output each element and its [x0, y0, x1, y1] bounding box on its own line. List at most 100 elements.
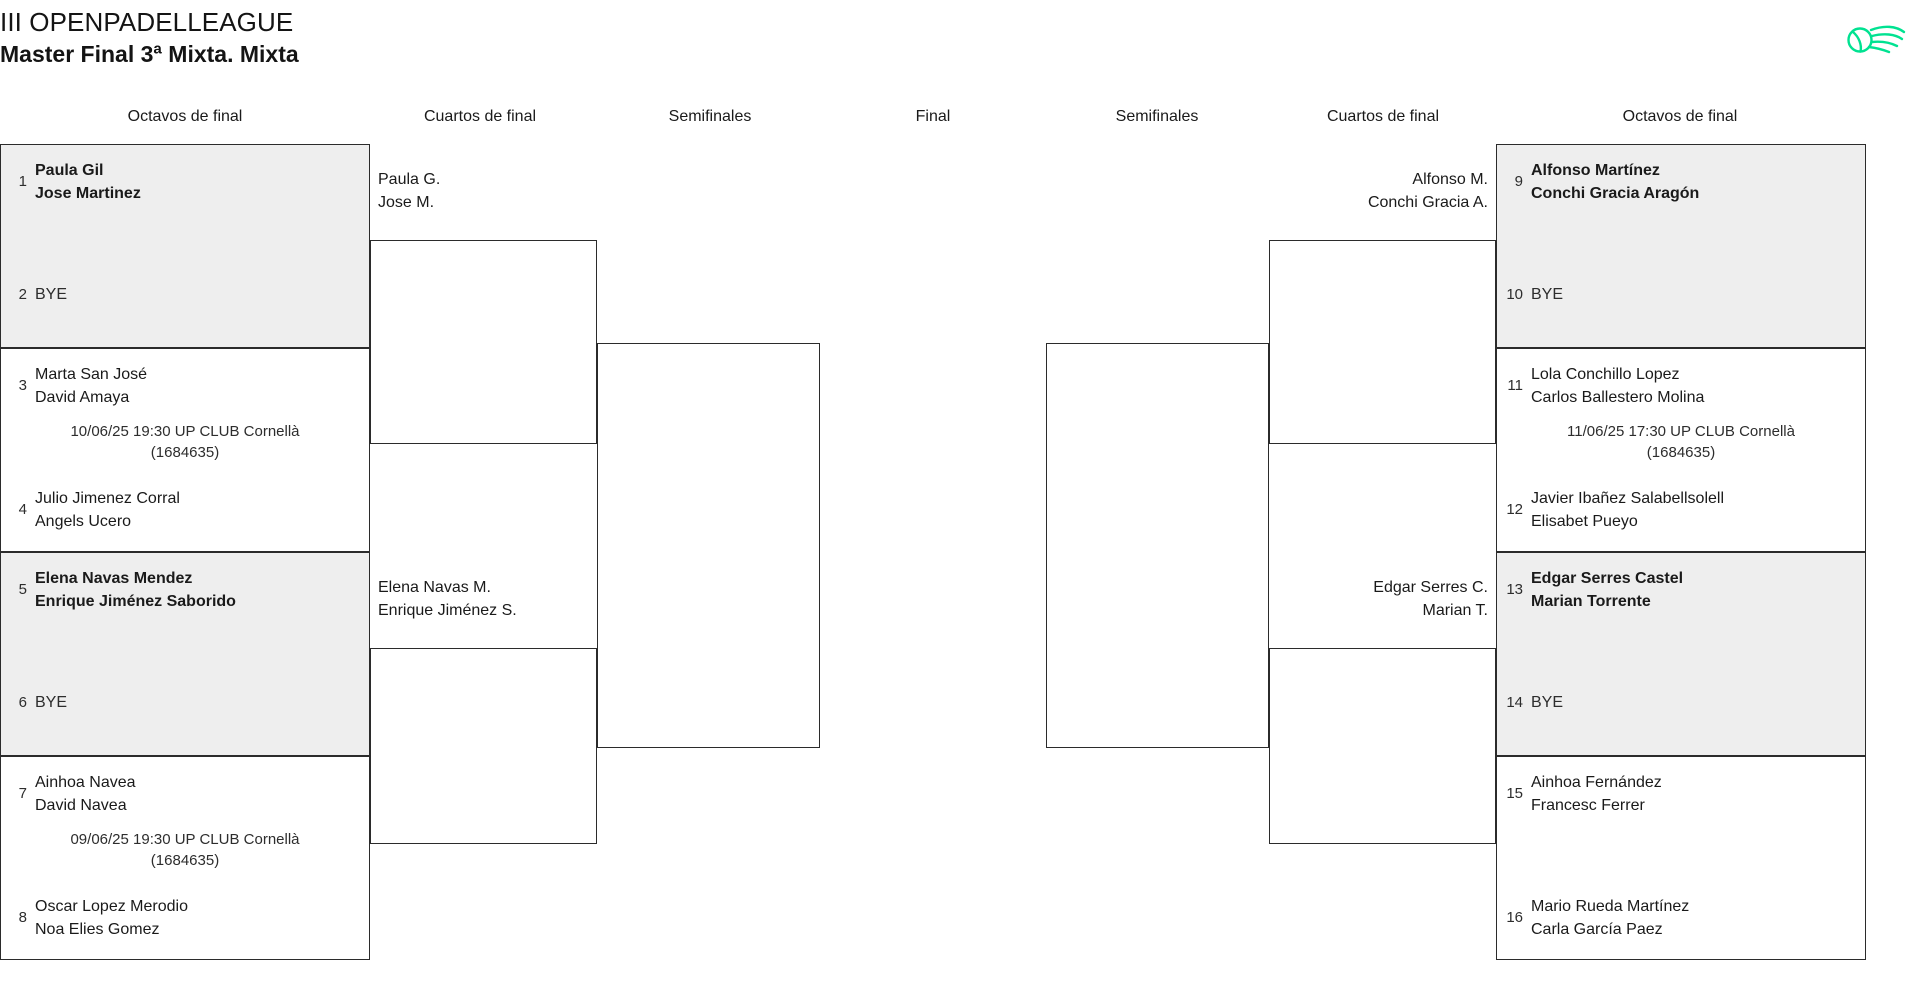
quarterfinal-connector-left-top — [370, 240, 597, 444]
player-1: Elena Navas Mendez — [35, 570, 193, 587]
tournament-subtitle: Master Final 3ª Mixta. Mixta — [0, 41, 299, 67]
player-1: Alfonso Martínez — [1531, 162, 1660, 179]
seed-number: 2 — [18, 286, 27, 303]
round-header-left-semis: Semifinales — [668, 108, 752, 125]
player-1: Ainhoa Fernández — [1531, 774, 1662, 791]
team-names: Oscar Lopez Merodio Noa Elies Gomez — [35, 895, 188, 941]
match-slot-seed-15[interactable]: 15 Ainhoa Fernández Francesc Ferrer — [1497, 771, 1865, 817]
match-card-7-8[interactable]: 7 Ainhoa Navea David Navea 09/06/25 19:3… — [0, 756, 370, 960]
player-2: Jose M. — [378, 194, 435, 211]
quarterfinal-team-right-top: Alfonso M. Conchi Gracia A. — [1234, 168, 1488, 214]
match-slot-seed-3[interactable]: 3 Marta San José David Amaya — [1, 363, 369, 409]
player-2: Conchi Gracia Aragón — [1531, 185, 1700, 202]
seed-number: 1 — [18, 173, 27, 190]
team-names: Paula Gil Jose Martinez — [35, 159, 141, 205]
seed-number: 9 — [1514, 173, 1523, 190]
match-slot-seed-12[interactable]: 12 Javier Ibañez Salabellsolell Elisabet… — [1497, 487, 1865, 533]
player-2: Marian Torrente — [1531, 593, 1651, 610]
match-slot-seed-2[interactable]: 2 BYE — [1, 283, 369, 306]
team-names: Lola Conchillo Lopez Carlos Ballestero M… — [1531, 363, 1704, 409]
match-card-15-16[interactable]: 15 Ainhoa Fernández Francesc Ferrer 16 M… — [1496, 756, 1866, 960]
player-2: Carlos Ballestero Molina — [1531, 389, 1705, 406]
seed-number: 16 — [1506, 909, 1523, 926]
player-2: Enrique Jiménez Saborido — [35, 593, 236, 610]
player-2: Jose Martinez — [35, 185, 141, 202]
player-1: Lola Conchillo Lopez — [1531, 366, 1680, 383]
quarterfinal-team-left-bottom: Elena Navas M. Enrique Jiménez S. — [378, 576, 517, 622]
seed-number: 8 — [18, 909, 27, 926]
match-card-3-4[interactable]: 3 Marta San José David Amaya 10/06/25 19… — [0, 348, 370, 552]
match-slot-seed-14[interactable]: 14 BYE — [1497, 691, 1865, 714]
player-1: Julio Jimenez Corral — [35, 490, 180, 507]
quarterfinal-connector-left-bottom — [370, 648, 597, 844]
match-card-13-14[interactable]: 13 Edgar Serres Castel Marian Torrente 1… — [1496, 552, 1866, 756]
team-names: Julio Jimenez Corral Angels Ucero — [35, 487, 180, 533]
player-1: Edgar Serres C. — [1373, 579, 1488, 596]
player-2: Francesc Ferrer — [1531, 797, 1645, 814]
bye-label: BYE — [1531, 286, 1564, 303]
player-1: Edgar Serres Castel — [1531, 570, 1684, 587]
player-2: Elisabet Pueyo — [1531, 513, 1638, 530]
round-header-left-cuartos: Cuartos de final — [423, 108, 537, 125]
match-slot-seed-13[interactable]: 13 Edgar Serres Castel Marian Torrente — [1497, 567, 1865, 613]
seed-number: 14 — [1506, 694, 1523, 711]
padel-ball-swoosh-logo-icon — [1838, 14, 1910, 62]
round-header-left-octavos: Octavos de final — [127, 108, 243, 125]
player-2: Enrique Jiménez S. — [378, 602, 517, 619]
bye-label: BYE — [35, 286, 68, 303]
match-slot-seed-1[interactable]: 1 Paula Gil Jose Martinez — [1, 159, 369, 205]
match-schedule: 11/06/25 17:30 UP CLUB Cornellà (1684635… — [1507, 421, 1855, 463]
team-names: Ainhoa Navea David Navea — [35, 771, 136, 817]
match-card-1-2[interactable]: 1 Paula Gil Jose Martinez 2 BYE — [0, 144, 370, 348]
seed-number: 5 — [18, 581, 27, 598]
schedule-line-1: 09/06/25 19:30 UP CLUB Cornellà — [70, 831, 300, 848]
match-card-5-6[interactable]: 5 Elena Navas Mendez Enrique Jiménez Sab… — [0, 552, 370, 756]
page-title: III OPENPADELLEAGUE Master Final 3ª Mixt… — [0, 6, 299, 70]
match-card-11-12[interactable]: 11 Lola Conchillo Lopez Carlos Ballester… — [1496, 348, 1866, 552]
match-slot-seed-6[interactable]: 6 BYE — [1, 691, 369, 714]
player-2: Carla García Paez — [1531, 921, 1663, 938]
quarterfinal-connector-right-top — [1269, 240, 1496, 444]
player-1: Ainhoa Navea — [35, 774, 136, 791]
team-names: Alfonso Martínez Conchi Gracia Aragón — [1531, 159, 1699, 205]
player-2: David Amaya — [35, 389, 130, 406]
match-schedule: 10/06/25 19:30 UP CLUB Cornellà (1684635… — [11, 421, 359, 463]
player-2: Angels Ucero — [35, 513, 132, 530]
player-2: Noa Elies Gomez — [35, 921, 160, 938]
round-header-right-cuartos: Cuartos de final — [1326, 108, 1440, 125]
match-slot-seed-5[interactable]: 5 Elena Navas Mendez Enrique Jiménez Sab… — [1, 567, 369, 613]
player-2: Conchi Gracia A. — [1367, 194, 1488, 211]
schedule-line-1: 11/06/25 17:30 UP CLUB Cornellà — [1567, 423, 1795, 440]
schedule-line-2: (1684635) — [150, 852, 220, 869]
schedule-line-2: (1684635) — [150, 444, 220, 461]
team-names: Mario Rueda Martínez Carla García Paez — [1531, 895, 1689, 941]
match-slot-seed-16[interactable]: 16 Mario Rueda Martínez Carla García Pae… — [1497, 895, 1865, 941]
semifinal-connector-right — [1046, 343, 1269, 748]
seed-number: 4 — [18, 501, 27, 518]
team-names: Marta San José David Amaya — [35, 363, 147, 409]
player-2: Marian T. — [1422, 602, 1488, 619]
match-slot-seed-8[interactable]: 8 Oscar Lopez Merodio Noa Elies Gomez — [1, 895, 369, 941]
tournament-name: III OPENPADELLEAGUE — [0, 7, 294, 37]
match-slot-seed-7[interactable]: 7 Ainhoa Navea David Navea — [1, 771, 369, 817]
seed-number: 12 — [1506, 501, 1523, 518]
seed-number: 15 — [1506, 785, 1523, 802]
seed-number: 7 — [18, 785, 27, 802]
match-card-9-10[interactable]: 9 Alfonso Martínez Conchi Gracia Aragón … — [1496, 144, 1866, 348]
player-1: Paula Gil — [35, 162, 104, 179]
bye-label: BYE — [35, 694, 68, 711]
semifinal-connector-left — [597, 343, 820, 748]
player-1: Elena Navas M. — [378, 579, 491, 596]
team-names: Elena Navas Mendez Enrique Jiménez Sabor… — [35, 567, 236, 613]
player-1: Oscar Lopez Merodio — [35, 898, 188, 915]
quarterfinal-connector-right-bottom — [1269, 648, 1496, 844]
player-1: Paula G. — [378, 171, 441, 188]
match-slot-seed-4[interactable]: 4 Julio Jimenez Corral Angels Ucero — [1, 487, 369, 533]
match-slot-seed-11[interactable]: 11 Lola Conchillo Lopez Carlos Ballester… — [1497, 363, 1865, 409]
match-schedule: 09/06/25 19:30 UP CLUB Cornellà (1684635… — [11, 829, 359, 871]
round-header-right-semis: Semifinales — [1115, 108, 1199, 125]
match-slot-seed-10[interactable]: 10 BYE — [1497, 283, 1865, 306]
match-slot-seed-9[interactable]: 9 Alfonso Martínez Conchi Gracia Aragón — [1497, 159, 1865, 205]
player-1: Alfonso M. — [1412, 171, 1488, 188]
